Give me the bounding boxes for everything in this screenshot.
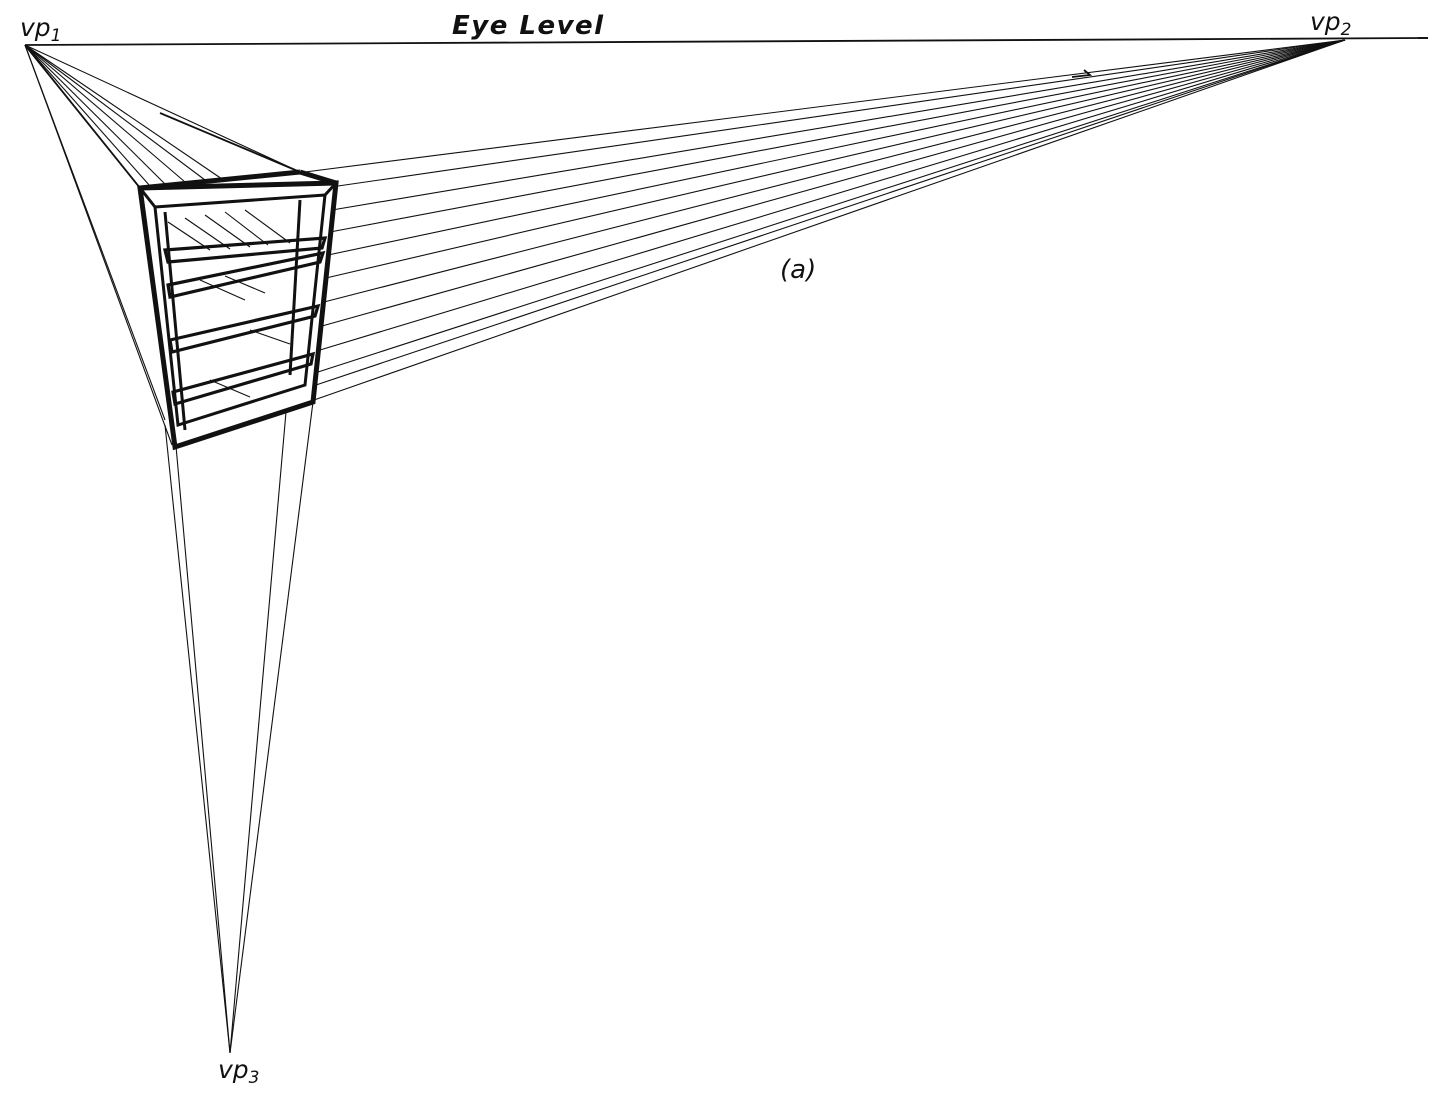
vp2-converging-lines [304, 39, 1346, 401]
bookcase-top-edge [139, 169, 301, 191]
bookcase-shelves [162, 236, 328, 407]
bookcase-outer-frame [137, 180, 339, 451]
bookcase-inner-top [138, 187, 157, 208]
eye-level-line [24, 37, 1429, 46]
eye-level-label: Eye Level [452, 11, 605, 41]
vp1-converging-lines [24, 44, 301, 446]
bookcase-inner-right [323, 181, 338, 197]
bookcase-top-edge-right [299, 169, 337, 186]
bookcase-inner-frame [153, 193, 327, 427]
figure-label: (a) [780, 255, 816, 285]
vp1-label: vp1 [20, 13, 62, 46]
bookcase-inner-right-post [288, 199, 302, 376]
vp2-label: vp2 [1310, 7, 1352, 40]
bookcase-top-face [24, 44, 301, 189]
vp3-label: vp3 [218, 1055, 260, 1088]
vp3-converging-lines [164, 401, 314, 1054]
small-arrow-mark [1071, 69, 1093, 78]
bookcase-back-hatching [167, 209, 291, 398]
